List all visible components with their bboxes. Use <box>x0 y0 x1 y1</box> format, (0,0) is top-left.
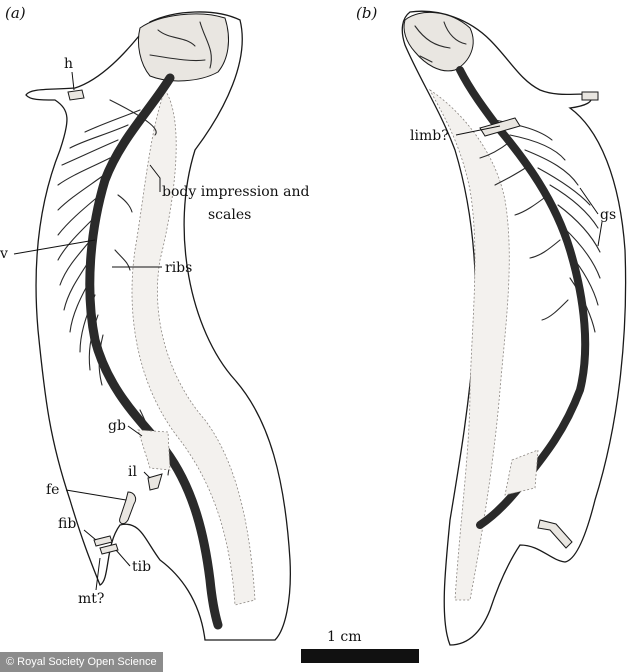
panel-a-skull <box>137 13 229 82</box>
panel-a-body-impression <box>131 89 256 606</box>
label-fe: fe <box>46 482 59 498</box>
panel-a-gastralia-bone <box>137 429 171 471</box>
label-gs: gs <box>600 207 616 223</box>
panel-a-tibia <box>99 543 119 555</box>
label-ribs: ribs <box>165 260 192 276</box>
panel-b-body-impression <box>428 88 510 601</box>
label-v: v <box>0 246 8 262</box>
label-mt: mt? <box>78 591 104 607</box>
label-il: il <box>128 464 137 480</box>
panel-b-small-bone <box>581 91 599 101</box>
scale-bar-label: 1 cm <box>327 629 361 645</box>
panel-a-label: (a) <box>5 4 26 22</box>
panel-a-humerus <box>67 89 85 101</box>
panel-b-ribs <box>479 119 601 333</box>
panel-b-hindlimb <box>537 519 573 549</box>
scale-bar-rect <box>301 649 419 663</box>
panel-b-slab-outline <box>401 10 627 646</box>
label-fib: fib <box>58 516 76 532</box>
panel-a-specimen <box>25 11 291 641</box>
panel-a-femur <box>119 491 137 525</box>
credit-badge: © Royal Society Open Science <box>0 652 163 672</box>
label-body-impression-line2: scales <box>208 207 251 223</box>
label-gb: gb <box>108 418 126 434</box>
panel-b-pelvic-impression <box>504 449 539 496</box>
panel-b-label: (b) <box>356 4 377 22</box>
label-h: h <box>64 56 73 72</box>
label-limb: limb? <box>410 128 449 144</box>
label-body-impression-line1: body impression and <box>162 184 310 200</box>
panel-b-limb <box>479 117 521 137</box>
panel-a-ilium <box>147 473 163 491</box>
label-tib: tib <box>132 559 151 575</box>
panel-b-specimen <box>401 10 627 646</box>
panel-a-fibula <box>93 535 113 547</box>
scale-bar: 1 cm <box>301 629 419 663</box>
